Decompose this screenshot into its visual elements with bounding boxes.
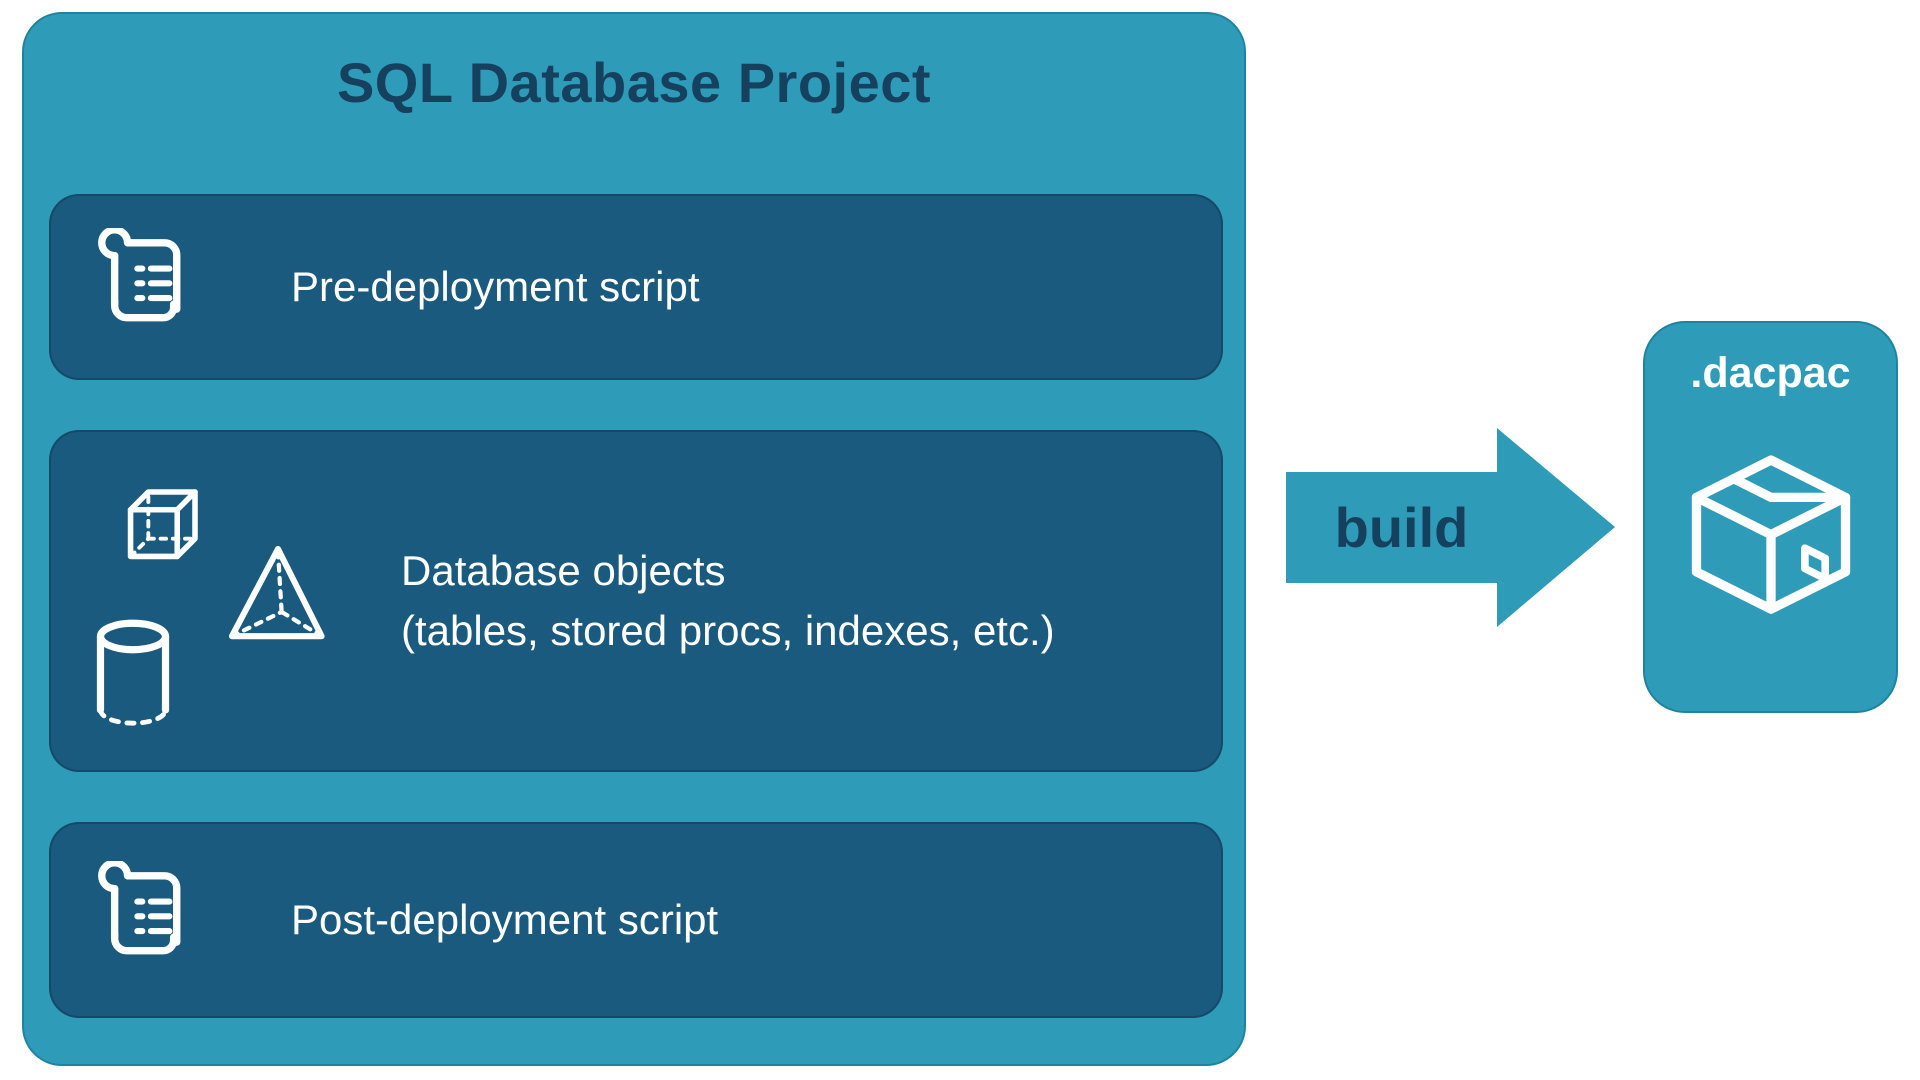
pre-deployment-label: Pre-deployment script <box>291 263 700 310</box>
dacpac-box: .dacpac <box>1643 321 1898 713</box>
package-icon <box>1666 433 1876 643</box>
project-title: SQL Database Project <box>336 51 932 114</box>
database-objects-label-line1: Database objects <box>401 546 726 594</box>
cylinder-icon <box>87 616 179 734</box>
build-label: build <box>1334 496 1469 559</box>
database-objects-box: Database objects (tables, stored procs, … <box>49 430 1223 772</box>
scroll-icon <box>87 859 205 979</box>
database-objects-text: Database objects (tables, stored procs, … <box>401 432 1055 770</box>
database-objects-label-line2: (tables, stored procs, indexes, etc.) <box>401 607 1055 654</box>
pre-deployment-script-box: Pre-deployment script <box>49 194 1223 380</box>
cube-icon <box>109 472 221 572</box>
scroll-icon <box>87 226 205 346</box>
post-deployment-script-box: Post-deployment script <box>49 822 1223 1018</box>
pyramid-icon <box>215 536 341 654</box>
dacpac-label: .dacpac <box>1690 349 1851 397</box>
sql-database-project-container: SQL Database Project Pre-deployment scri… <box>22 12 1246 1066</box>
post-deployment-label: Post-deployment script <box>291 896 719 943</box>
